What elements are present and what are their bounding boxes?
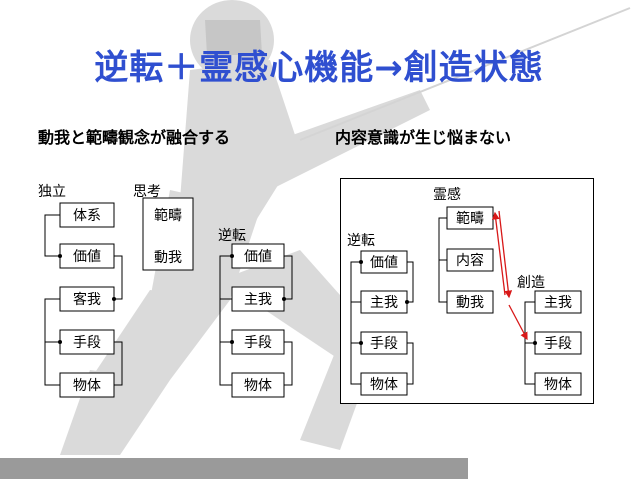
connectors-dokuritsu [44,214,123,386]
text-shudan-g: 手段 [244,335,272,351]
label-gyakuten-right: 逆転 [347,233,375,249]
text-buttai-left: 物体 [73,378,101,394]
text-shudan-r: 手段 [370,336,398,352]
text-shuga-g: 主我 [244,292,272,308]
text-shuga-s: 主我 [544,295,572,311]
slide-title: 逆転＋霊感心機能→創造状態 [94,48,544,88]
text-hanchu-left: 範疇 [154,207,182,224]
red-arrow-down [498,210,513,299]
text-shuga-r: 主我 [370,295,398,311]
left-subtitle: 動我と範疇観念が融合する [38,128,231,147]
floor-bar [0,458,468,479]
text-shudan-left: 手段 [73,335,101,351]
label-shikou: 思考 [133,184,161,200]
text-taikei: 体系 [73,208,101,224]
red-arrow-to-shudan [508,304,528,341]
box-kachi-left [59,243,115,269]
text-naiyou: 内容 [456,252,484,269]
red-arrow-up [491,211,506,296]
box-taikei [59,202,115,228]
text-douga-left: 動我 [154,250,182,266]
right-subtitle: 内容意識が生じ悩まない [335,128,512,147]
text-buttai-r: 物体 [370,377,398,393]
text-hanchu-r: 範疇 [456,210,484,227]
box-kachi-g [231,243,285,269]
connectors-gyakuten-left [219,255,293,386]
label-reikan: 霊感 [433,186,461,203]
text-douga-r: 動我 [456,295,484,311]
text-kachi-r: 価値 [370,255,398,271]
text-shudan-s: 手段 [544,336,572,352]
text-kachi-g: 価値 [244,249,272,265]
text-buttai-g: 物体 [244,378,272,394]
text-kyakuga: 客我 [73,291,101,308]
right-diagram: 霊感 逆転 創造 範疇 内容 動我 [347,186,582,396]
label-souzou: 創造 [517,275,545,291]
label-dokuritsu: 独立 [38,184,66,200]
box-shikou-frame [142,197,194,271]
right-diagram-panel: 霊感 逆転 創造 範疇 内容 動我 [340,178,594,404]
text-buttai-s: 物体 [544,377,572,393]
text-kachi-left: 価値 [73,249,101,265]
box-shuga-g [231,286,285,312]
label-gyakuten-left: 逆転 [218,228,246,244]
